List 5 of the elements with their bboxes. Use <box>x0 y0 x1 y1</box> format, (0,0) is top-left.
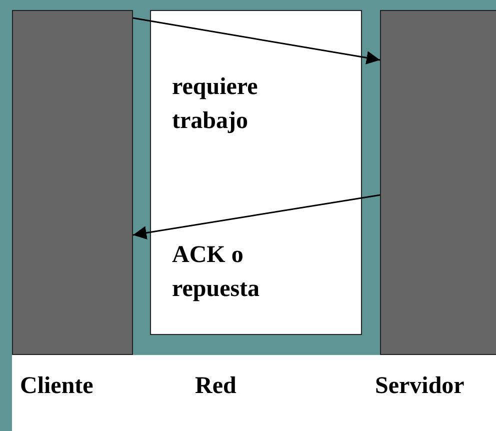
arrow <box>132 17 380 64</box>
arrow <box>132 194 380 240</box>
column-heading: Cliente <box>20 372 94 400</box>
column-heading: Red <box>195 372 236 400</box>
column-heading: Servidor <box>375 372 464 400</box>
